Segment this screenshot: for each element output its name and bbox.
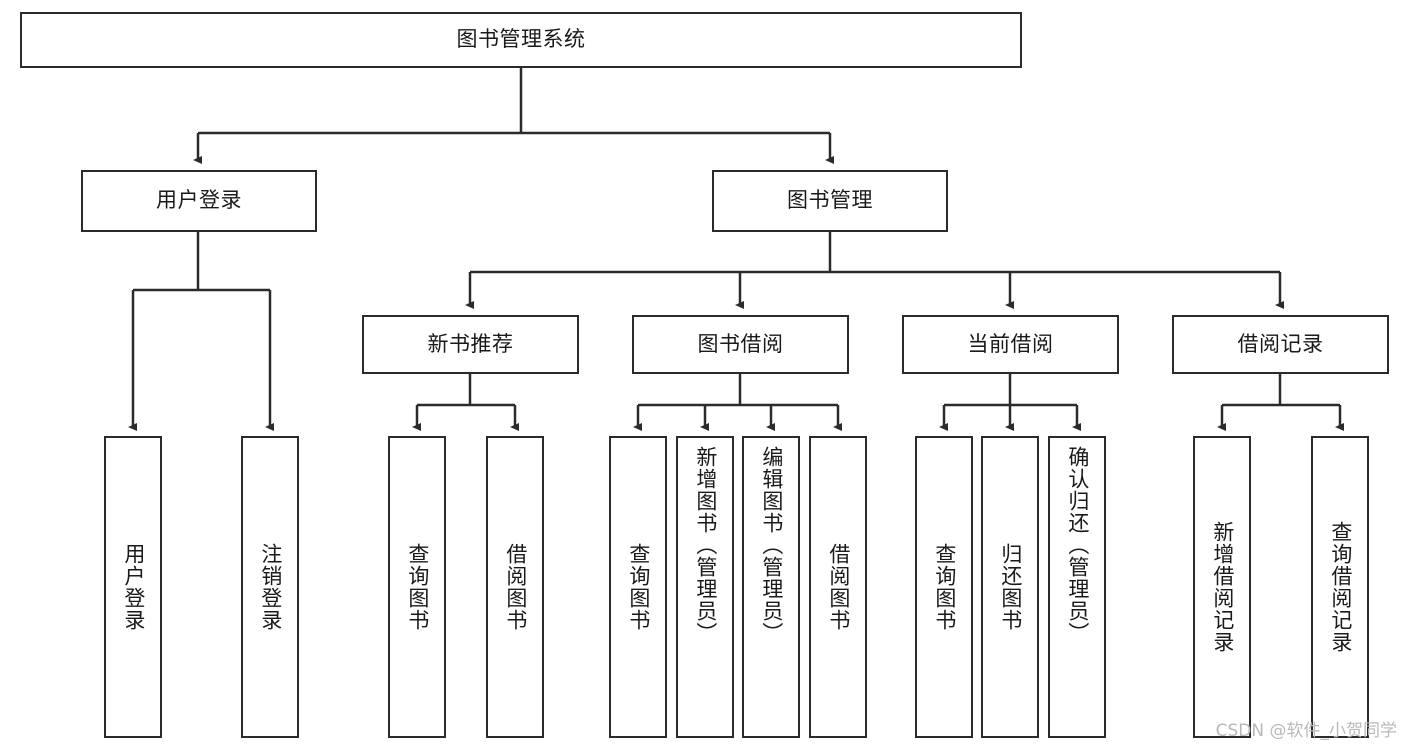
leaf-user-login[interactable]: 用户登录 [104,436,162,738]
node-label: 归还图书 [998,543,1023,631]
node-user-login[interactable]: 用户登录 [81,170,317,232]
leaf-query-book-borrow[interactable]: 查询图书 [609,436,667,738]
node-label: 新增图书（管理员） [693,446,718,644]
node-new-book-recommend[interactable]: 新书推荐 [362,315,579,374]
leaf-edit-book-admin[interactable]: 编辑图书（管理员） [742,436,800,738]
node-label: 用户登录 [156,188,242,213]
leaf-borrow-book-newbook[interactable]: 借阅图书 [486,436,544,738]
node-label: 图书管理系统 [456,27,586,52]
node-label: 查询图书 [626,543,651,631]
node-label: 编辑图书（管理员） [759,446,784,644]
leaf-logout[interactable]: 注销登录 [241,436,299,738]
node-label: 确认归还（管理员） [1065,446,1090,644]
node-label: 借阅图书 [826,543,851,631]
node-label: 用户登录 [121,543,146,631]
leaf-add-book-admin[interactable]: 新增图书（管理员） [676,436,734,738]
node-label: 查询图书 [932,543,957,631]
leaf-query-book-current[interactable]: 查询图书 [915,436,973,738]
node-label: 注销登录 [258,543,283,631]
node-label: 图书借阅 [697,331,784,356]
node-label: 图书管理 [787,188,873,213]
node-label: 查询图书 [405,543,430,631]
node-label: 新书推荐 [427,331,514,356]
leaf-query-book-newbook[interactable]: 查询图书 [388,436,446,738]
node-label: 新增借阅记录 [1210,521,1235,653]
leaf-borrow-book[interactable]: 借阅图书 [809,436,867,738]
node-label: 查询借阅记录 [1328,521,1353,653]
leaf-return-book[interactable]: 归还图书 [981,436,1039,738]
leaf-confirm-return-admin[interactable]: 确认归还（管理员） [1048,436,1106,738]
node-root-system[interactable]: 图书管理系统 [20,12,1022,68]
leaf-add-borrow-record[interactable]: 新增借阅记录 [1193,436,1251,738]
node-label: 借阅图书 [503,543,528,631]
leaf-query-borrow-record[interactable]: 查询借阅记录 [1311,436,1369,738]
node-current-borrow[interactable]: 当前借阅 [902,315,1119,374]
node-label: 当前借阅 [967,331,1054,356]
node-book-borrow[interactable]: 图书借阅 [632,315,849,374]
node-label: 借阅记录 [1237,331,1324,356]
node-book-management[interactable]: 图书管理 [712,170,948,232]
node-borrow-record[interactable]: 借阅记录 [1172,315,1389,374]
